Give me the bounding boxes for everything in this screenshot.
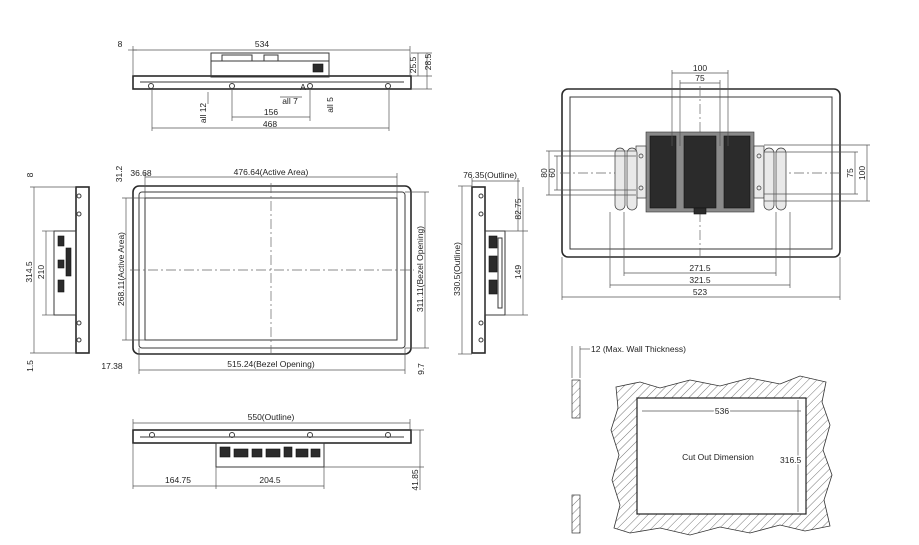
rear-slot-bar (626, 147, 638, 211)
left-side-box-pc (53, 230, 77, 316)
dim-82-75: 82.75 (513, 198, 523, 220)
dim-9-7: 9.7 (416, 363, 426, 375)
bottom-view-box-pc (215, 442, 325, 468)
screw-icon (756, 185, 762, 191)
rear-slot-bar (775, 147, 787, 211)
dim-100-right: 100 (857, 166, 867, 180)
dim-36-68: 36.68 (130, 168, 152, 178)
dim-8-side: 8 (25, 172, 35, 177)
rear-heatsink-center (683, 135, 717, 209)
dim-1-5: 1.5 (25, 360, 35, 372)
dim-vesa-75-top: 75 (695, 73, 705, 83)
mount-stud-icon (478, 320, 484, 326)
mount-stud-icon (307, 83, 313, 89)
dim-75-right: 75 (845, 168, 855, 178)
dim-210: 210 (36, 265, 46, 279)
cutout-label: Cut Out Dimension (682, 452, 754, 462)
mount-stud-icon (478, 193, 484, 199)
mount-stud-icon (149, 432, 155, 438)
mount-stud-icon (229, 432, 235, 438)
dim-vesa-100-top: 100 (693, 63, 707, 73)
top-view: 534 8 25.5 28.5 156 468 all 12 all 7 all… (118, 39, 433, 131)
dim-outline-height: 330.5(Outline) (452, 242, 462, 296)
front-view: 476.64(Active Area) 36.68 31.2 268.11(Ac… (101, 165, 429, 375)
dim-149: 149 (513, 265, 523, 279)
dim-204-5: 204.5 (259, 475, 281, 485)
rear-view: 100 75 80 60 75 100 271.5 321.5 523 (539, 63, 870, 300)
dim-outline-width: 550(Outline) (248, 412, 295, 422)
dim-bezel-height: 311.11(Bezel Opening) (415, 226, 425, 312)
dim-536: 536 (715, 406, 729, 416)
right-side-bezel (471, 186, 486, 354)
rear-slot-bar (614, 147, 626, 211)
dim-outline-depth: 76.35(Outline) (463, 170, 517, 180)
left-side-view: 8 314.5 210 1.5 (24, 172, 90, 372)
cutout-opening (636, 397, 807, 515)
dim-active-height: 268.11(Active Area) (116, 232, 126, 306)
dim-271-5: 271.5 (689, 263, 711, 273)
top-view-bezel (132, 75, 412, 90)
screw-icon (756, 153, 762, 159)
dim-316-5: 316.5 (780, 455, 802, 465)
dim-60: 60 (547, 168, 557, 178)
dim-41-85: 41.85 (410, 469, 420, 491)
dim-28-5: 28.5 (423, 53, 433, 70)
dim-active-width: 476.64(Active Area) (234, 167, 309, 177)
dim-bezel-width: 515.24(Bezel Opening) (227, 359, 315, 369)
dim-164-75: 164.75 (165, 475, 191, 485)
mount-stud-icon (385, 83, 391, 89)
wall-sample-top (571, 379, 581, 419)
mount-stud-icon (478, 211, 484, 217)
mount-stud-icon (385, 432, 391, 438)
dim-17-38: 17.38 (101, 361, 123, 371)
dim-all12: all 12 (198, 103, 208, 124)
rear-heatsink-left (649, 135, 677, 209)
dim-156: 156 (264, 107, 278, 117)
dim-523: 523 (693, 287, 707, 297)
dim-321-5: 321.5 (689, 275, 711, 285)
wall-thickness-note: 12 (Max. Wall Thickness) (591, 344, 686, 354)
top-view-box-pc (210, 52, 330, 78)
dim-468: 468 (263, 119, 277, 129)
dim-8: 8 (118, 39, 123, 49)
mount-stud-icon (76, 211, 82, 217)
rear-heatsink-right (723, 135, 751, 209)
dim-314-5: 314.5 (24, 261, 34, 283)
mount-stud-icon (478, 337, 484, 343)
dim-25-5: 25.5 (408, 56, 418, 73)
right-side-view: 76.35(Outline) 82.75 149 330.5(Outline) (452, 170, 528, 355)
mount-stud-icon (76, 320, 82, 326)
cutout-view: 12 (Max. Wall Thickness) 536 Cut Out Dim… (571, 344, 833, 536)
mount-stud-icon (307, 432, 313, 438)
rear-slot-bar (763, 147, 775, 211)
mount-stud-icon (148, 83, 154, 89)
dim-all5: all 5 (325, 97, 335, 113)
bottom-view: 550(Outline) 164.75 204.5 41.85 (132, 412, 424, 491)
dim-31-2: 31.2 (114, 165, 124, 182)
dim-80: 80 (539, 168, 549, 178)
screw-icon (638, 185, 644, 191)
wall-sample-bottom (571, 494, 581, 534)
mount-stud-icon (76, 193, 82, 199)
dim-all7: all 7 (282, 96, 298, 106)
right-side-box-pc (484, 230, 506, 316)
dim-534: 534 (255, 39, 269, 49)
screw-icon (638, 153, 644, 159)
mount-stud-icon (76, 337, 82, 343)
mount-stud-icon (229, 83, 235, 89)
label-a: A (300, 82, 306, 92)
